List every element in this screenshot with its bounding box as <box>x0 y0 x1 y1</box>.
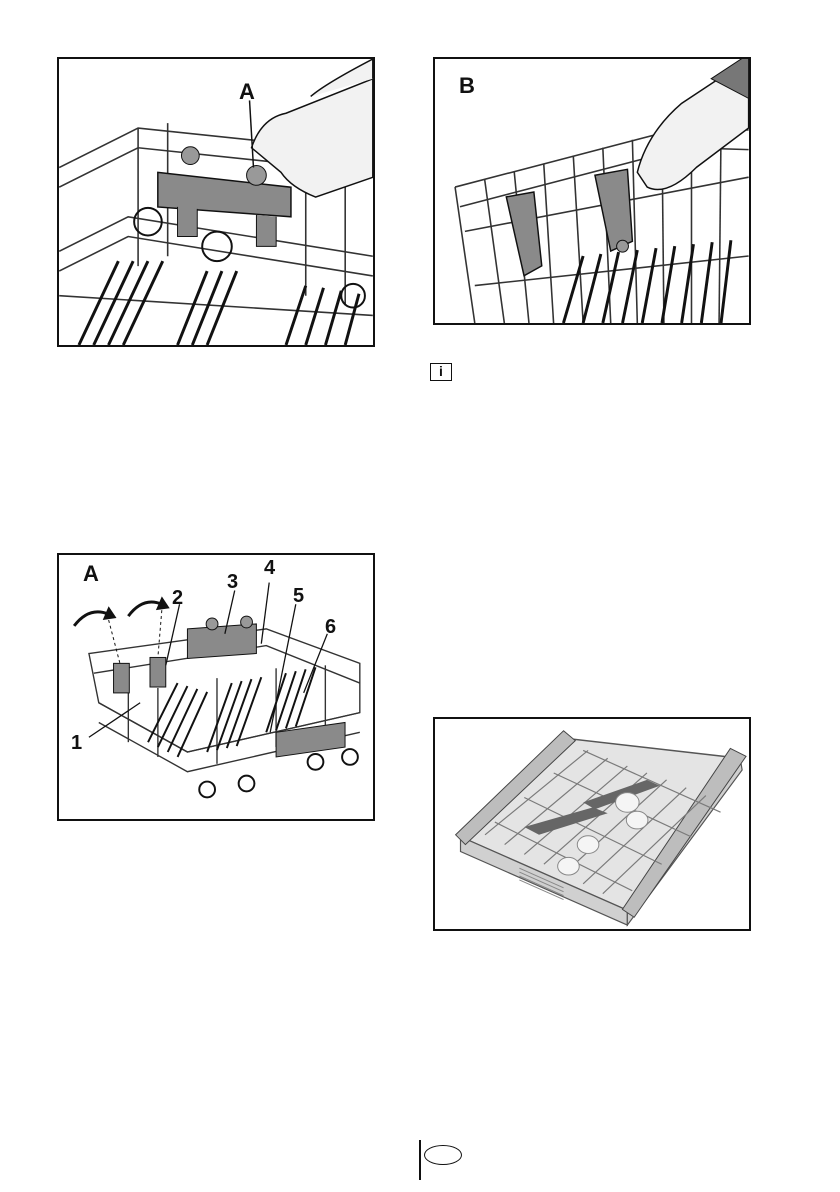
rack-clip-illustration <box>59 59 373 345</box>
callout-6: 6 <box>325 617 336 637</box>
callout-2: 2 <box>172 588 183 608</box>
figure-label-a: A <box>239 81 255 103</box>
language-badge <box>424 1145 462 1165</box>
figure-rack-clip-adjust: B <box>433 57 751 325</box>
figure-cutlery-tray <box>433 717 751 931</box>
figure-rack-parts-overview: A 1 2 3 4 5 6 <box>57 553 375 821</box>
callout-4: 4 <box>264 558 275 578</box>
figure-rack-clip-removal: A <box>57 57 375 347</box>
info-icon: i <box>430 363 452 381</box>
cutlery-tray-illustration <box>435 719 749 929</box>
page-divider <box>419 1140 421 1180</box>
rack-parts-illustration <box>59 555 373 819</box>
callout-3: 3 <box>227 572 238 592</box>
figure-label-b: B <box>459 75 475 97</box>
figure-label-a-overview: A <box>83 563 99 585</box>
callout-5: 5 <box>293 586 304 606</box>
callout-1: 1 <box>71 733 82 753</box>
rack-clip-b-illustration <box>435 59 749 323</box>
